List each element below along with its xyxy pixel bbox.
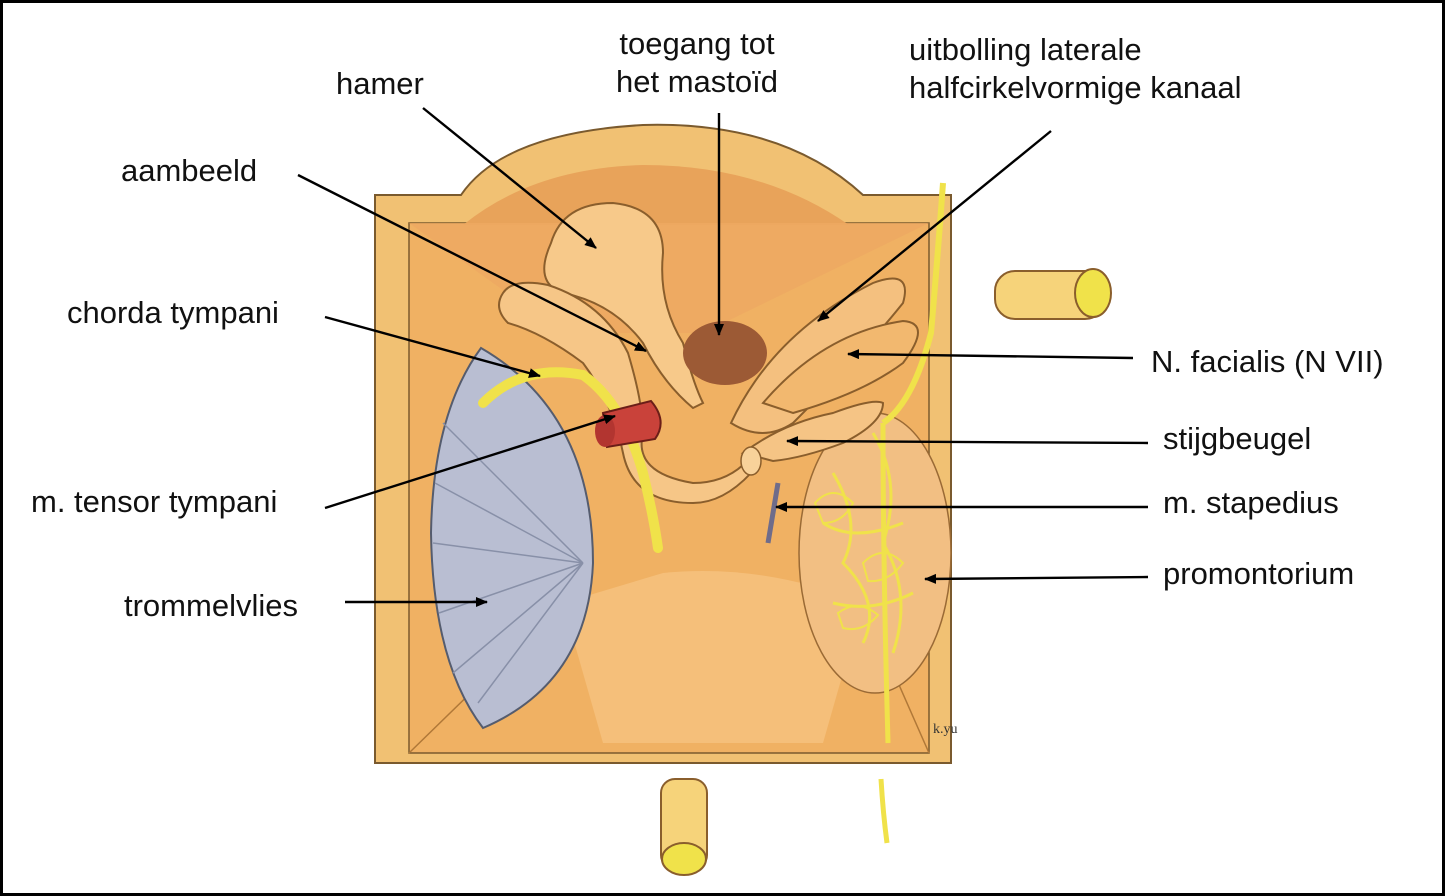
label-uitbolling-line2: halfcirkelvormige kanaal [909,70,1242,105]
label-uitbolling: uitbolling laterale halfcirkelvormige ka… [909,31,1242,107]
label-promontorium: promontorium [1163,556,1355,591]
canal-bulges [729,277,919,434]
arrow-facialis [847,349,1134,360]
arrow-promontorium [924,573,1149,584]
label-stapedius: m. stapedius [1163,485,1339,520]
stapedius-muscle [765,482,781,544]
label-mastoid-line2: het mastoïd [616,64,778,99]
tensor-muscle [595,399,662,449]
mastoid-opening [683,321,767,385]
eardrum-shape [429,346,595,730]
label-uitbolling-line1: uitbolling laterale [909,32,1142,67]
middle-ear-diagram: k.yu [297,107,1149,876]
label-mastoid: toegang tot het mastoïd [599,25,795,101]
label-hamer: hamer [336,66,424,101]
arrow-tensor [324,414,616,510]
arrow-hamer [422,107,597,249]
arrow-aambeeld [297,173,647,353]
label-facialis: N. facialis (N VII) [1151,344,1384,379]
arrow-uitbolling [817,130,1052,322]
side-cylinders [660,268,1112,876]
arrow-chorda [324,315,541,378]
signature: k.yu [933,722,958,737]
label-trommelvlies: trommelvlies [124,588,298,623]
ossicles [498,201,885,505]
label-chorda-tympani: chorda tympani [67,295,279,330]
label-stijgbeugel: stijgbeugel [1163,421,1312,456]
leader-arrows [297,107,1149,607]
promontorium-shape [798,412,952,694]
nerves [478,182,946,844]
arrow-stijgbeugel [786,436,1149,447]
label-aambeeld: aambeeld [121,153,258,188]
label-tensor-tympani: m. tensor tympani [31,484,278,519]
label-mastoid-line1: toegang tot [619,26,775,61]
